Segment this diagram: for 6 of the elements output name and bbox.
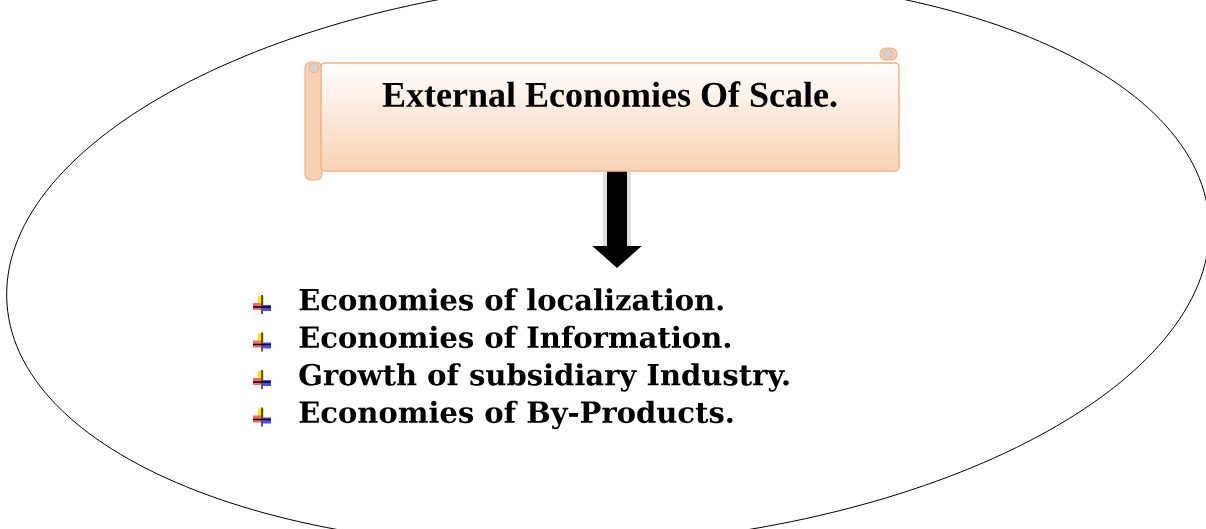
list-item: Growth of subsidiary Industry. [299,363,789,392]
ellipse-outline [6,0,1206,529]
list-item: Economies of localization. [299,288,723,311]
scroll-banner: External Economies Of Scale. [304,47,900,181]
list-item: Economies of By-Products. [299,400,733,430]
list-item: Economies of Information. [299,325,730,349]
